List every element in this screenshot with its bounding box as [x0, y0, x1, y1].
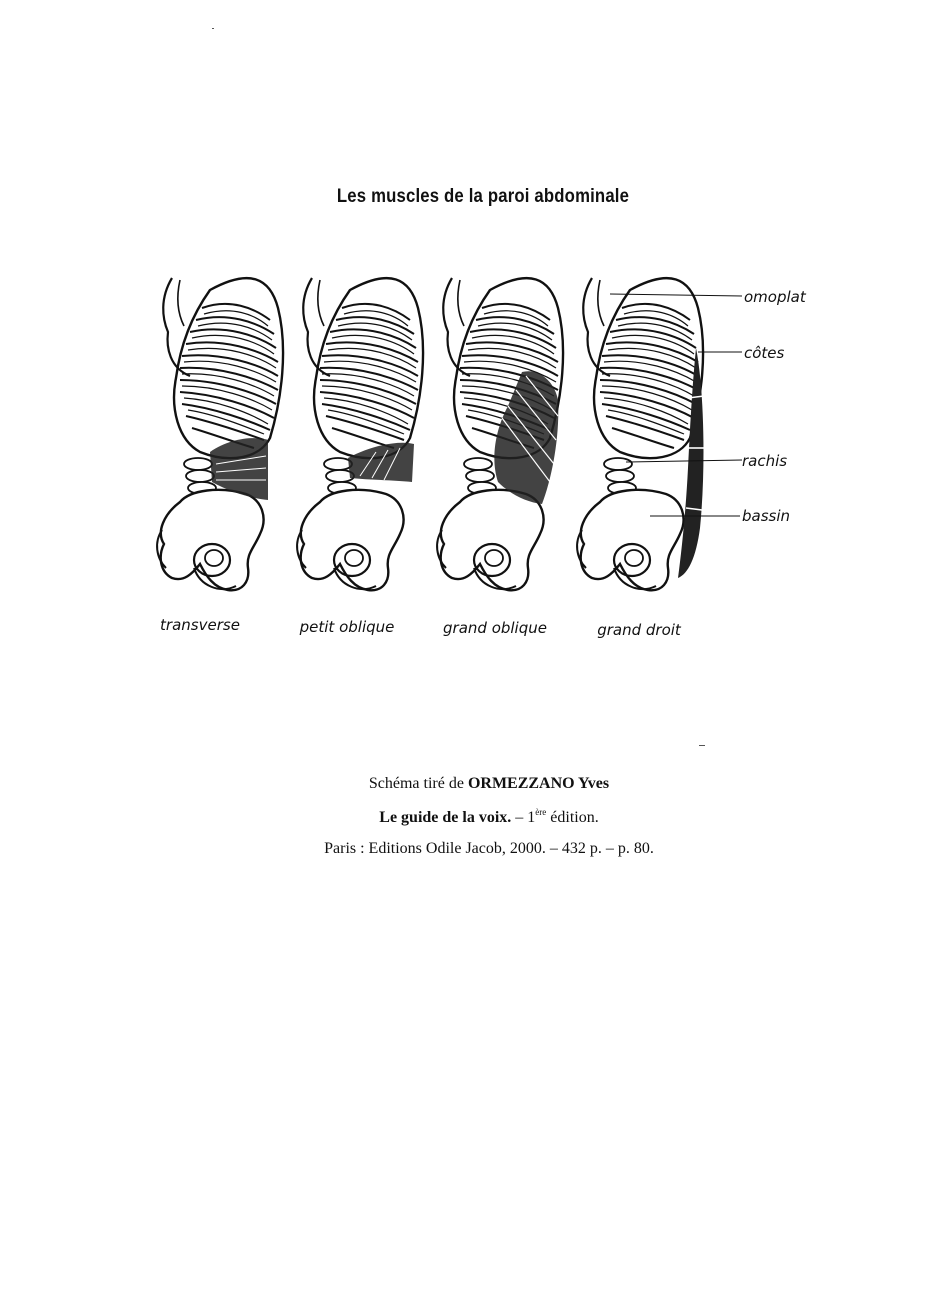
citation-publication: Paris : Editions Odile Jacob, 2000. – 43…	[324, 840, 654, 857]
citation-author: ORMEZZANO Yves	[467, 775, 610, 792]
citation-line-1: Schéma tiré de ORMEZZANO Yves	[0, 775, 952, 793]
citation-line-2: Le guide de la voix. – 1ère édition.	[0, 807, 952, 827]
label-omoplat: omoplat	[744, 288, 807, 306]
label-cotes: côtes	[744, 344, 785, 362]
caption-petit-oblique: petit oblique	[299, 618, 395, 636]
anatomy-figure: omoplat côtes rachis bassin transverse p…	[155, 276, 807, 639]
label-rachis: rachis	[742, 452, 787, 470]
citation-prefix: Schéma tiré de	[368, 775, 468, 792]
scan-speck	[699, 745, 705, 746]
scan-speck	[212, 28, 214, 29]
caption-grand-oblique: grand oblique	[443, 619, 547, 637]
caption-transverse: transverse	[160, 616, 240, 634]
label-bassin: bassin	[742, 507, 790, 525]
citation-edition-dash: – 1	[511, 809, 536, 826]
page-title: Les muscles de la paroi abdominale	[336, 186, 630, 207]
citation-book-title: Le guide de la voix.	[379, 809, 512, 826]
figure-transverse	[155, 276, 285, 592]
figure-grand-oblique	[435, 276, 565, 592]
figure-grand-droit	[575, 276, 743, 592]
citation-edition-word: édition.	[546, 809, 599, 826]
citation-edition-sup: ère	[535, 807, 547, 817]
figure-petit-oblique	[295, 276, 425, 592]
caption-grand-droit: grand droit	[597, 621, 682, 639]
